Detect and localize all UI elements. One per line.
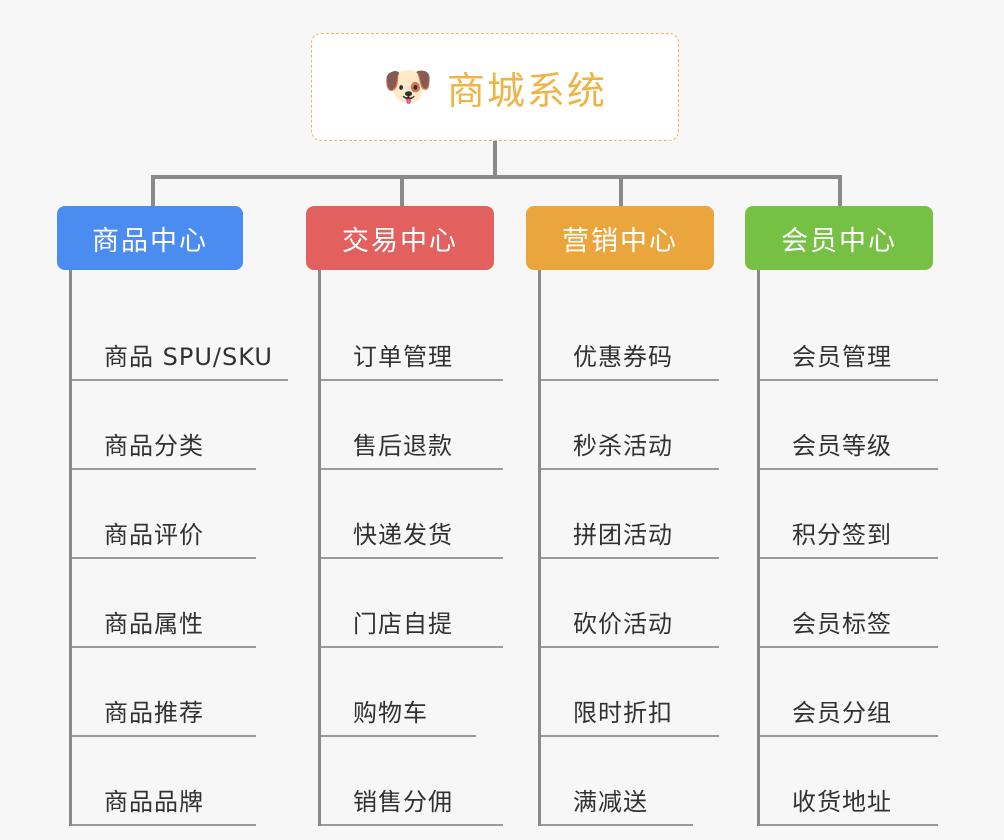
leaf-item-underline: [72, 824, 256, 826]
leaf-item-label: 拼团活动: [573, 521, 673, 549]
leaf-item[interactable]: 拼团活动: [541, 470, 719, 559]
leaf-list-product-center: 商品 SPU/SKU 商品分类商品评价商品属性商品推荐商品品牌: [69, 270, 288, 826]
branch-product-center: 商品中心商品 SPU/SKU 商品分类商品评价商品属性商品推荐商品品牌: [57, 206, 288, 826]
leaf-item[interactable]: 订单管理: [321, 292, 503, 381]
leaf-item-underline: [760, 557, 938, 559]
leaf-item[interactable]: 商品 SPU/SKU: [72, 292, 288, 381]
leaf-item[interactable]: 限时折扣: [541, 648, 719, 737]
leaf-item-label: 门店自提: [353, 610, 453, 638]
leaf-item-underline: [541, 557, 719, 559]
branch-connector-bus: [151, 175, 841, 179]
leaf-item[interactable]: 满减送: [541, 737, 719, 826]
leaf-item-underline: [72, 735, 256, 737]
leaf-item-label: 会员等级: [792, 432, 892, 460]
branch-connector-drop-1: [151, 175, 155, 206]
leaf-item-label: 满减送: [573, 788, 648, 816]
leaf-item[interactable]: 优惠券码: [541, 292, 719, 381]
leaf-item-label: 会员管理: [792, 343, 892, 371]
leaf-item[interactable]: 门店自提: [321, 559, 503, 648]
branch-connector-drop-2: [400, 175, 404, 206]
leaf-list-member-center: 会员管理会员等级积分签到会员标签会员分组收货地址: [757, 270, 938, 826]
branch-header-trade-center[interactable]: 交易中心: [306, 206, 494, 270]
leaf-item-underline: [72, 646, 256, 648]
branch-header-member-center[interactable]: 会员中心: [745, 206, 933, 270]
leaf-item-label: 商品属性: [104, 610, 204, 638]
leaf-item-label: 优惠券码: [573, 343, 673, 371]
leaf-item[interactable]: 会员标签: [760, 559, 938, 648]
leaf-item-underline: [760, 646, 938, 648]
leaf-item[interactable]: 积分签到: [760, 470, 938, 559]
leaf-item-underline: [321, 735, 476, 737]
branch-connector-drop-3: [619, 175, 623, 206]
leaf-item-underline: [760, 379, 938, 381]
leaf-item-label: 快递发货: [353, 521, 453, 549]
leaf-item-label: 会员标签: [792, 610, 892, 638]
leaf-item-label: 商品推荐: [104, 699, 204, 727]
leaf-item-label: 会员分组: [792, 699, 892, 727]
leaf-item[interactable]: 收货地址: [760, 737, 938, 826]
leaf-item-underline: [541, 379, 719, 381]
leaf-item-underline: [760, 824, 938, 826]
leaf-item-label: 商品分类: [104, 432, 204, 460]
leaf-item-underline: [541, 646, 719, 648]
leaf-item-label: 限时折扣: [573, 699, 673, 727]
branch-marketing-center: 营销中心优惠券码秒杀活动拼团活动砍价活动限时折扣满减送: [526, 206, 719, 826]
leaf-item[interactable]: 商品评价: [72, 470, 288, 559]
leaf-item[interactable]: 售后退款: [321, 381, 503, 470]
leaf-item-label: 售后退款: [353, 432, 453, 460]
root-connector-stem: [493, 141, 497, 178]
root-node[interactable]: 🐶 商城系统: [311, 33, 679, 141]
leaf-item-label: 秒杀活动: [573, 432, 673, 460]
leaf-item-underline: [72, 468, 256, 470]
branch-member-center: 会员中心会员管理会员等级积分签到会员标签会员分组收货地址: [745, 206, 938, 826]
leaf-item-label: 商品评价: [104, 521, 204, 549]
leaf-item-underline: [321, 468, 503, 470]
leaf-item-label: 购物车: [353, 699, 428, 727]
leaf-item[interactable]: 商品属性: [72, 559, 288, 648]
leaf-item[interactable]: 砍价活动: [541, 559, 719, 648]
leaf-item[interactable]: 会员等级: [760, 381, 938, 470]
leaf-item-underline: [541, 468, 719, 470]
leaf-item-underline: [72, 379, 288, 381]
leaf-item[interactable]: 购物车: [321, 648, 503, 737]
leaf-item[interactable]: 商品推荐: [72, 648, 288, 737]
leaf-item[interactable]: 销售分佣: [321, 737, 503, 826]
branch-trade-center: 交易中心订单管理售后退款快递发货门店自提购物车销售分佣: [306, 206, 503, 826]
leaf-list-trade-center: 订单管理售后退款快递发货门店自提购物车销售分佣: [318, 270, 503, 826]
shiba-dog-icon: 🐶: [383, 64, 433, 110]
leaf-item-underline: [760, 468, 938, 470]
leaf-item-underline: [541, 824, 693, 826]
leaf-item-label: 商品 SPU/SKU: [104, 343, 273, 371]
leaf-item-label: 砍价活动: [573, 610, 673, 638]
branch-connector-drop-4: [838, 175, 842, 206]
leaf-item-underline: [760, 735, 938, 737]
root-node-title: 商城系统: [446, 68, 607, 113]
leaf-item-label: 收货地址: [792, 788, 892, 816]
branch-header-product-center[interactable]: 商品中心: [57, 206, 243, 270]
leaf-item-underline: [321, 824, 503, 826]
leaf-list-marketing-center: 优惠券码秒杀活动拼团活动砍价活动限时折扣满减送: [538, 270, 719, 826]
leaf-item[interactable]: 商品分类: [72, 381, 288, 470]
leaf-item-underline: [321, 379, 503, 381]
leaf-item-label: 商品品牌: [104, 788, 204, 816]
leaf-item-label: 销售分佣: [353, 788, 453, 816]
leaf-item[interactable]: 会员管理: [760, 292, 938, 381]
leaf-item[interactable]: 会员分组: [760, 648, 938, 737]
leaf-item[interactable]: 秒杀活动: [541, 381, 719, 470]
leaf-item[interactable]: 商品品牌: [72, 737, 288, 826]
leaf-item[interactable]: 快递发货: [321, 470, 503, 559]
leaf-item-underline: [72, 557, 256, 559]
leaf-item-underline: [541, 735, 719, 737]
leaf-item-underline: [321, 557, 503, 559]
branch-header-marketing-center[interactable]: 营销中心: [526, 206, 714, 270]
leaf-item-underline: [321, 646, 503, 648]
leaf-item-label: 订单管理: [353, 343, 453, 371]
leaf-item-label: 积分签到: [792, 521, 892, 549]
